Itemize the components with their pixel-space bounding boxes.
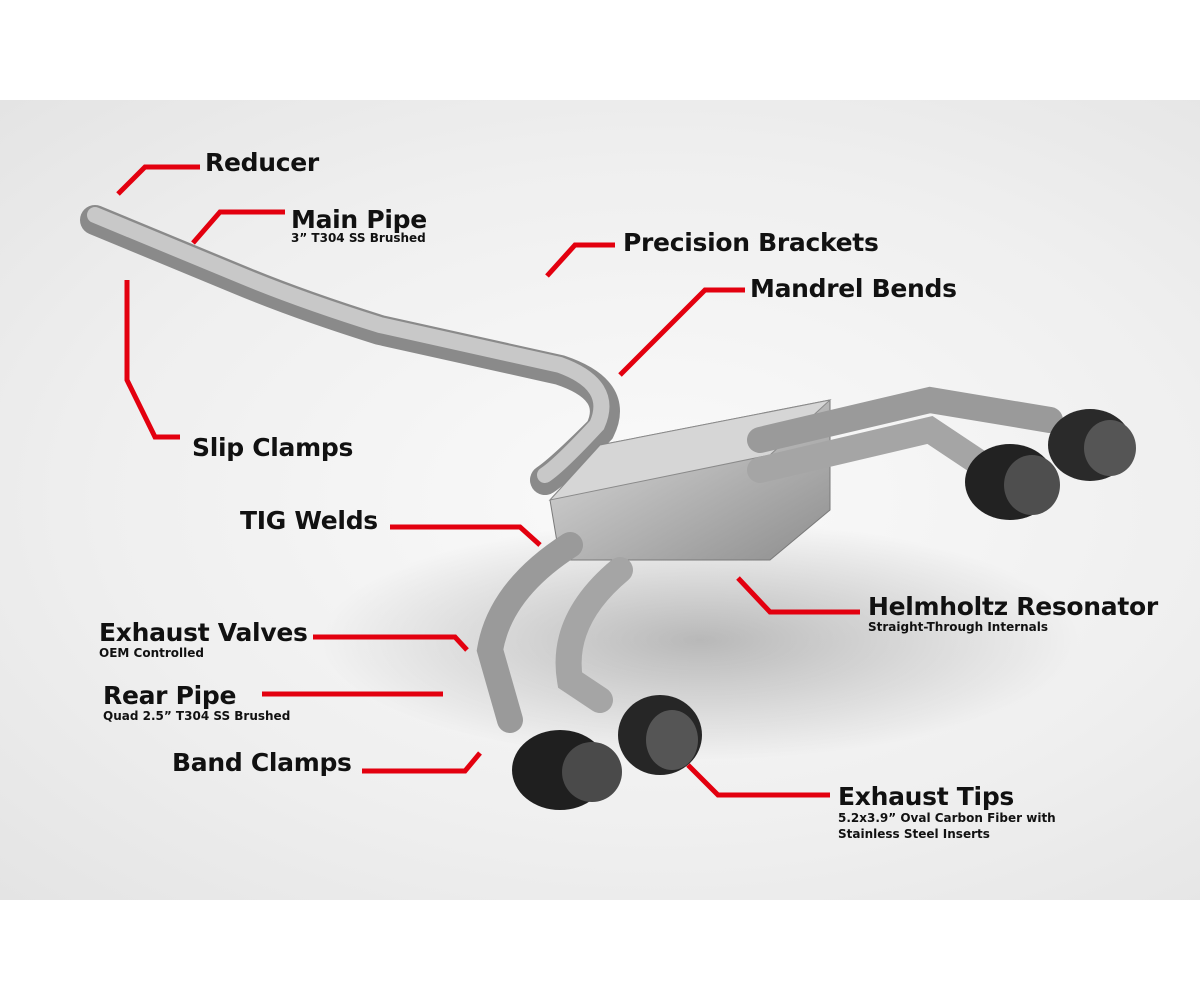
label-title: Main Pipe: [291, 205, 427, 234]
rear-pipes: [476, 386, 1063, 733]
label-title: Exhaust Tips: [838, 782, 1015, 811]
leader-main-pipe: [191, 209, 285, 245]
label-subtitle: Straight-Through Internals: [868, 620, 1049, 634]
label-tig-welds: TIG Welds: [240, 507, 378, 535]
leader-precision-brackets: [545, 242, 615, 278]
label-title: TIG Welds: [240, 506, 378, 535]
leader-exhaust-tips: [686, 763, 830, 798]
label-slip-clamps: Slip Clamps: [192, 434, 353, 462]
leader-mandrel-bends: [618, 287, 745, 377]
label-title: Band Clamps: [172, 748, 352, 777]
main-pipe: [80, 205, 620, 495]
leader-helmholtz: [736, 576, 860, 615]
leader-exhaust-valves: [313, 634, 469, 652]
label-band-clamps: Band Clamps: [172, 749, 352, 777]
leader-lines: [116, 164, 860, 798]
label-title: Slip Clamps: [192, 433, 354, 462]
label-reducer: Reducer: [205, 149, 319, 177]
label-subtitle: Quad 2.5” T304 SS Brushed: [103, 709, 291, 723]
label-title: Exhaust Valves: [99, 618, 308, 647]
leader-slip-clamps: [124, 280, 180, 440]
label-mandrel-bends: Mandrel Bends: [750, 275, 957, 303]
leader-tig-welds: [390, 524, 542, 547]
label-title: Precision Brackets: [623, 228, 879, 257]
leader-band-clamps: [362, 751, 482, 774]
exhaust-tips: [512, 409, 1136, 810]
label-title: Reducer: [205, 148, 319, 177]
label-subtitle: 3” T304 SS Brushed: [291, 231, 426, 245]
label-subtitle: Stainless Steel Inserts: [838, 827, 990, 841]
leader-reducer: [116, 164, 200, 196]
label-precision-brackets: Precision Brackets: [623, 229, 879, 257]
label-title: Helmholtz Resonator: [868, 592, 1158, 621]
label-title: Rear Pipe: [103, 681, 237, 710]
label-subtitle: OEM Controlled: [99, 646, 204, 660]
label-subtitle: 5.2x3.9” Oval Carbon Fiber with: [838, 811, 1056, 825]
label-title: Mandrel Bends: [750, 274, 957, 303]
